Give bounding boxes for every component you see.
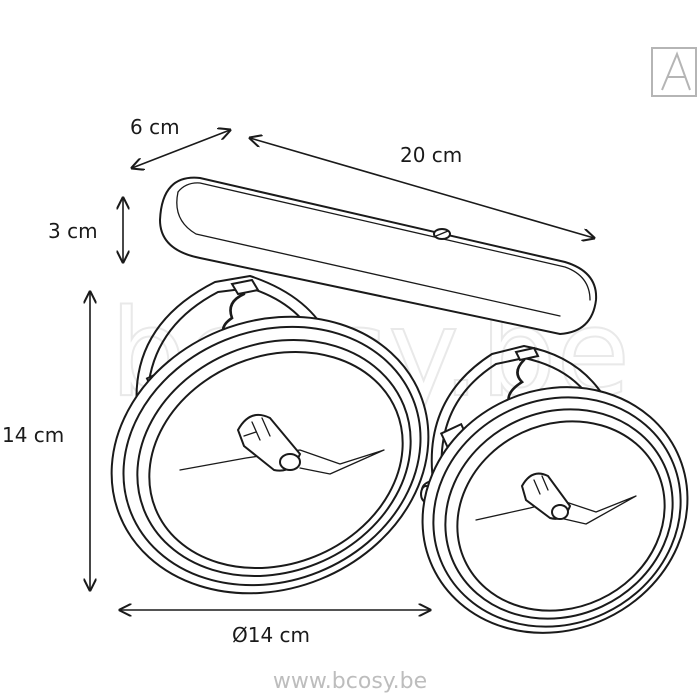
bulb-icon <box>520 472 572 520</box>
dimension-diameter: Ø14 cm <box>120 610 430 647</box>
length-label: 20 cm <box>400 143 462 167</box>
right-spotlight <box>420 345 689 634</box>
base-height-label: 3 cm <box>48 219 98 243</box>
dimension-depth: 6 cm <box>130 115 230 168</box>
dimension-length: 20 cm <box>250 138 594 238</box>
screw-icon <box>433 228 451 240</box>
total-height-label: 14 cm <box>2 423 64 447</box>
diameter-label: Ø14 cm <box>232 623 310 647</box>
left-spotlight <box>110 275 430 595</box>
site-watermark: www.bcosy.be <box>273 669 427 694</box>
brand-logo-icon <box>651 47 697 97</box>
depth-label: 6 cm <box>130 115 180 139</box>
dimension-total-height: 14 cm <box>2 292 90 590</box>
dimension-base-height: 3 cm <box>48 198 123 262</box>
bulb-icon <box>236 414 302 472</box>
